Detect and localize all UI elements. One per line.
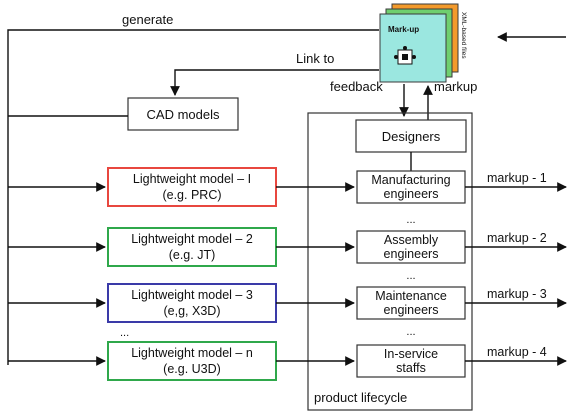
markup-output-label: markup - 4 <box>487 345 547 359</box>
markup-output-label: markup - 2 <box>487 231 547 245</box>
role-subtitle: engineers <box>384 303 439 317</box>
role-title: In-service <box>384 347 438 361</box>
lightweight-model-format: (e,g, X3D) <box>164 304 221 318</box>
dots-role-2: ... <box>406 270 415 282</box>
role-box <box>356 344 466 378</box>
role-title: Maintenance <box>375 289 447 303</box>
lightweight-model-title: Lightweight model – 3 <box>131 288 253 302</box>
dots-role-3: ... <box>406 326 415 338</box>
role-subtitle: engineers <box>384 187 439 201</box>
generate-line <box>7 29 379 365</box>
role-box <box>356 230 466 264</box>
lightweight-model-title: Lightweight model – I <box>133 172 251 186</box>
role-subtitle: staffs <box>396 361 426 375</box>
stack-side-label: XML-based files <box>460 12 467 59</box>
product-lifecycle-label: product lifecycle <box>314 390 407 405</box>
lightweight-model-format: (e.g. U3D) <box>163 362 221 376</box>
lightweight-model-format: (e.g. JT) <box>169 248 216 262</box>
lightweight-model-title: Lightweight model – n <box>131 346 253 360</box>
rows-group: Lightweight model – I (e.g. PRC) Manufactu… <box>8 167 567 381</box>
markup-puzzle-icon <box>394 46 416 65</box>
role-title: Manufacturing <box>371 173 450 187</box>
role-box <box>356 286 466 320</box>
generate-label: generate <box>122 12 173 27</box>
stack-front-label: Mark-up <box>388 25 419 34</box>
designers-label: Designers <box>382 129 441 144</box>
markup-output-label: markup - 3 <box>487 287 547 301</box>
cad-models-label: CAD models <box>147 107 220 122</box>
feedback-label: feedback <box>330 79 383 94</box>
lightweight-model-format: (e.g. PRC) <box>162 188 221 202</box>
lightweight-model-box <box>107 283 277 323</box>
role-subtitle: engineers <box>384 247 439 261</box>
markup-output-label: markup - 1 <box>487 171 547 185</box>
markup-label: markup <box>434 79 477 94</box>
link-to-label: Link to <box>296 51 334 66</box>
lightweight-model-title: Lightweight model – 2 <box>131 232 253 246</box>
cad-models-box <box>127 97 239 131</box>
role-box <box>356 170 466 204</box>
dots-role-1: ... <box>406 214 415 226</box>
designers-box <box>355 119 467 153</box>
product-lifecycle-container <box>307 112 473 411</box>
markup-file-stack: Mark-up XML-based files <box>379 3 467 83</box>
stack-sheet-teal <box>379 13 447 83</box>
lightweight-model-box <box>107 227 277 267</box>
link-to-arrow <box>170 69 379 96</box>
role-title: Assembly <box>384 233 439 247</box>
dots-models: ... <box>120 327 129 339</box>
